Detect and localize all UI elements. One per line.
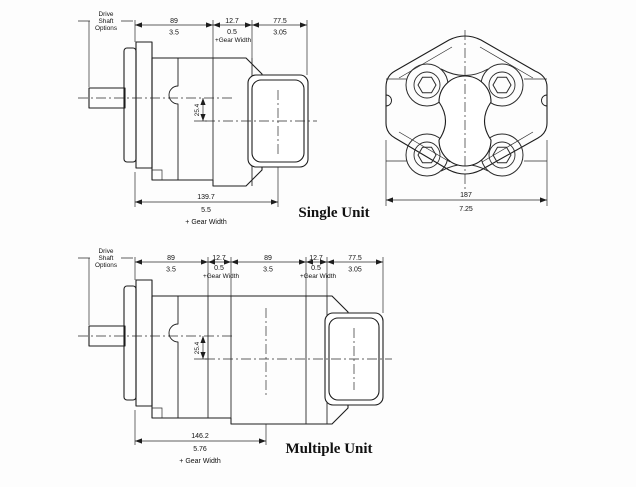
single-offset-dimension: 25.4	[194, 98, 207, 122]
dim-187-inch: 7.25	[459, 206, 473, 213]
drive-shaft-note-line2: Shaft	[99, 18, 114, 25]
single-overall-dimension: 139.7 5.5 + Gear Width	[134, 167, 279, 226]
dim-139-7-inch: 5.5	[201, 207, 211, 214]
multiple-unit-caption: Multiple Unit	[285, 441, 372, 457]
single-unit-caption: Single Unit	[298, 205, 369, 221]
mdim-gear-width-note-a: +Gear Width	[203, 273, 239, 280]
drive-shaft-note2-line1: Drive	[99, 248, 114, 255]
front-flange-2	[123, 285, 137, 401]
dim-12-7-inch: 0.5	[227, 29, 237, 36]
drive-shaft-note-line3: Options	[95, 25, 117, 32]
multiple-offset-dimension: 25.4	[194, 336, 207, 360]
multiple-pump-body	[78, 279, 392, 425]
mdim-89a-mm: 89	[167, 255, 175, 262]
mdim-25-4-mm: 25.4	[194, 341, 201, 354]
mdim-12-7a-mm: 12.7	[212, 255, 226, 262]
multiple-top-dimensions: 89 3.5 12.7 0.5 +Gear Width 89 3.5 12.7 …	[134, 255, 384, 313]
mdim-89b-mm: 89	[264, 255, 272, 262]
drive-shaft-note-line1: Drive	[99, 11, 114, 18]
bolt-bottom-right	[488, 141, 516, 169]
dim-12-7-mm: 12.7	[225, 18, 239, 25]
flange-housing-outline	[385, 35, 548, 175]
front-flange	[123, 47, 137, 163]
dim-187-mm: 187	[460, 192, 472, 199]
port-boss-profile	[168, 58, 179, 180]
mdim-12-7b-inch: 0.5	[311, 265, 321, 272]
multiple-unit-view: Drive Shaft Options 89 3.5 12.7 0.5 +Gea…	[78, 248, 392, 465]
left-notch	[385, 94, 392, 107]
drive-shaft	[88, 87, 126, 109]
housing-outline-2	[151, 295, 349, 425]
single-pump-body	[78, 41, 317, 187]
dim-89-mm: 89	[170, 18, 178, 25]
port-boss-profile-2	[168, 296, 179, 418]
drive-shaft-note2-line3: Options	[95, 262, 117, 269]
dim-139-7-mm: 139.7	[197, 194, 215, 201]
drive-shaft-options-callout: Drive Shaft Options	[78, 11, 133, 87]
dim-77-5-mm: 77.5	[273, 18, 287, 25]
housing-outline	[151, 57, 263, 187]
drive-shaft-note2-line2: Shaft	[99, 255, 114, 262]
mdim-89b-inch: 3.5	[263, 267, 273, 274]
dim-gear-width-note: +Gear Width	[215, 37, 251, 44]
mdim-77-5-mm: 77.5	[348, 255, 362, 262]
mdim-77-5-inch: 3.05	[348, 267, 362, 274]
dim-25-4-mm: 25.4	[194, 103, 201, 116]
single-top-dimensions: 89 3.5 12.7 0.5 +Gear Width 77.5 3.05	[134, 18, 308, 75]
end-view-width-dimension: 187 7.25	[385, 140, 548, 213]
mdim-12-7a-inch: 0.5	[214, 265, 224, 272]
bolt-bottom-left	[413, 141, 441, 169]
right-notch	[541, 94, 548, 107]
single-unit-view: Drive Shaft Options 89 3.5 12.7 0.5 +Gea…	[78, 11, 370, 226]
dim-77-5-inch: 3.05	[273, 30, 287, 37]
bolt-top-right	[488, 71, 516, 99]
mdim-gear-width-note-b: +Gear Width	[300, 273, 336, 280]
mdim-89a-inch: 3.5	[166, 267, 176, 274]
drive-shaft-2	[88, 325, 126, 347]
dim-146-2-mm: 146.2	[191, 433, 209, 440]
drive-shaft-options-callout-2: Drive Shaft Options	[78, 248, 133, 325]
dim-89-inch: 3.5	[169, 30, 179, 37]
mounting-plate-2	[135, 279, 153, 407]
bolt-top-left	[413, 71, 441, 99]
dim-146-2-note: + Gear Width	[179, 458, 221, 465]
mdim-12-7b-mm: 12.7	[309, 255, 323, 262]
end-view: 187 7.25	[385, 30, 548, 213]
mounting-plate	[135, 41, 153, 169]
multiple-overall-dimension: 146.2 5.76 + Gear Width	[134, 410, 267, 465]
dim-146-2-inch: 5.76	[193, 446, 207, 453]
dim-139-7-note: + Gear Width	[185, 219, 227, 226]
